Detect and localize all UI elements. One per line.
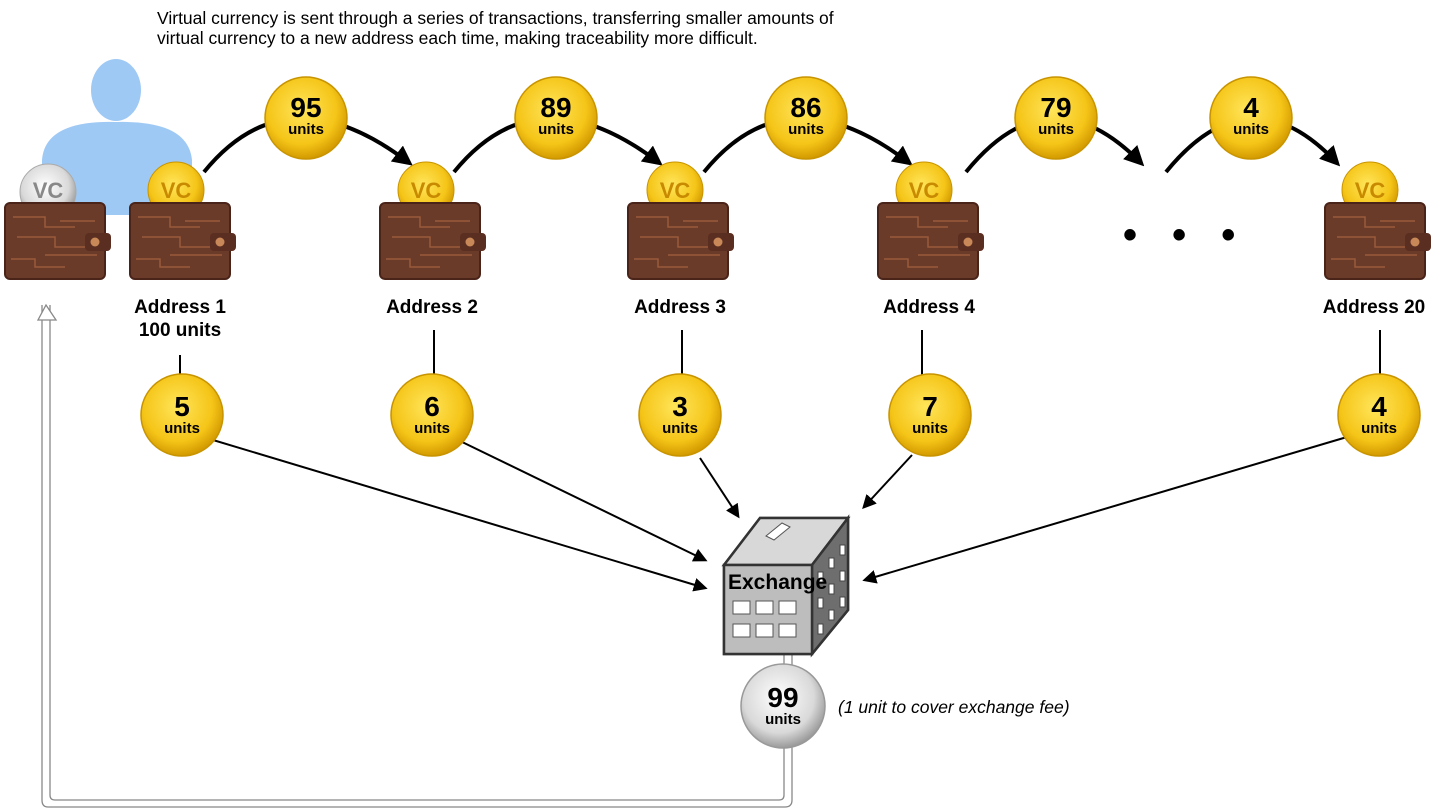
deposit-coin-2: 6 units <box>392 391 472 437</box>
transfer-coins <box>264 76 1293 160</box>
ellipsis: • • • <box>1123 213 1248 257</box>
wallet-address-2 <box>379 161 487 280</box>
address-2-label: Address 2 <box>386 297 478 318</box>
deposit-unit: units <box>912 420 948 437</box>
vc-mark: VC <box>32 178 64 203</box>
deposit-unit: units <box>662 420 698 437</box>
returned-coin <box>740 663 826 749</box>
returned-unit: units <box>765 711 801 728</box>
deposit-coin-1: 5 units <box>142 391 222 437</box>
returned-value: 99 <box>767 682 799 713</box>
address-1-label: Address 1 100 units <box>100 296 260 342</box>
transfer-unit: units <box>288 121 324 138</box>
wallet-address-20 <box>1324 161 1432 280</box>
transfer-value: 4 <box>1243 92 1259 123</box>
transfer-unit: units <box>538 121 574 138</box>
transfer-unit: units <box>1038 121 1074 138</box>
deposit-value: 3 <box>672 391 688 422</box>
wallet-address-4 <box>877 161 985 280</box>
transfer-coin-3: 86 units <box>766 92 846 138</box>
transfer-coin-1: 95 units <box>266 92 346 138</box>
vc-mark: VC <box>410 178 442 203</box>
exchange-arrows <box>202 436 1348 592</box>
wallet-address-3 <box>627 161 735 280</box>
deposit-unit: units <box>414 420 450 437</box>
transfer-value: 95 <box>290 92 322 123</box>
vc-mark: VC <box>908 178 940 203</box>
exchange-building <box>721 514 851 658</box>
deposit-value: 6 <box>424 391 440 422</box>
transfer-value: 89 <box>540 92 572 123</box>
exchange-fee-note: (1 unit to cover exchange fee) <box>838 697 1070 717</box>
transfer-coin-4: 79 units <box>1016 92 1096 138</box>
deposit-value: 4 <box>1371 391 1387 422</box>
deposit-coin-4: 7 units <box>890 391 970 437</box>
transfer-value: 86 <box>790 92 822 123</box>
transfer-unit: units <box>788 121 824 138</box>
transfer-value: 79 <box>1040 92 1072 123</box>
address-20-label: Address 20 <box>1322 297 1426 318</box>
vc-mark: VC <box>160 178 192 203</box>
diagram-caption: Virtual currency is sent through a serie… <box>157 8 834 48</box>
deposit-unit: units <box>164 420 200 437</box>
address-4-label: Address 4 <box>883 297 975 318</box>
address-3-label: Address 3 <box>634 297 726 318</box>
deposit-unit: units <box>1361 420 1397 437</box>
transfer-unit: units <box>1233 121 1269 138</box>
transfer-coin-2: 89 units <box>516 92 596 138</box>
exchange-label: Exchange <box>728 571 828 594</box>
deposit-value: 7 <box>922 391 938 422</box>
vc-mark: VC <box>659 178 691 203</box>
deposit-value: 5 <box>174 391 190 422</box>
deposit-coin-3: 3 units <box>640 391 720 437</box>
transfer-coin-5: 4 units <box>1211 92 1291 138</box>
address-amount: 100 units <box>138 320 222 341</box>
vc-mark: VC <box>1354 178 1386 203</box>
deposit-connectors <box>179 330 1381 375</box>
returned-coin-label: 99 units <box>743 682 823 728</box>
deposit-coins <box>140 373 1421 457</box>
deposit-coin-5: 4 units <box>1339 391 1419 437</box>
wallet-origin <box>4 163 112 280</box>
wallet-address-1 <box>129 161 237 280</box>
address-name: Address 1 <box>134 297 226 318</box>
